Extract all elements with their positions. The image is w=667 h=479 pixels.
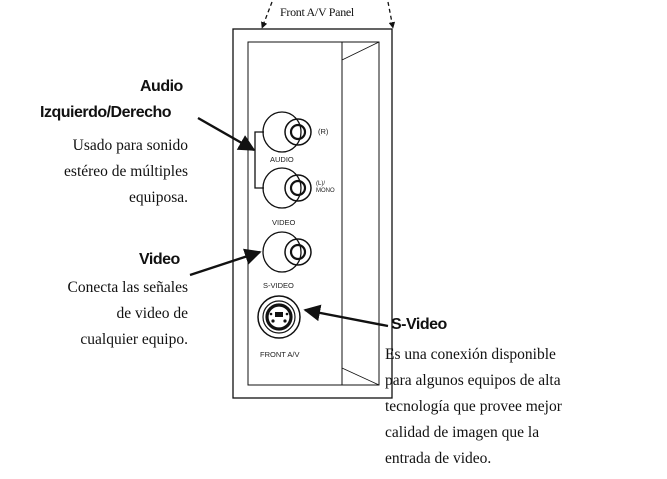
leader-right-dashed	[387, 1, 396, 29]
svideo-callout-arrow	[303, 304, 389, 328]
video-label: VIDEO	[272, 218, 296, 227]
audio-right-jack	[262, 111, 312, 153]
audio-heading: Audio	[140, 78, 183, 95]
audio-description: Usado para sonido estéreo de múltiples e…	[64, 137, 188, 206]
audio-heading-sub: Izquierdo/Derecho	[40, 104, 172, 121]
panel-title: Front A/V Panel	[280, 5, 354, 19]
audio-callout-arrows	[197, 116, 264, 189]
front-av-label: FRONT A/V	[260, 350, 300, 359]
leader-left-dashed	[261, 1, 273, 29]
video-callout-arrow	[189, 248, 262, 277]
svideo-description: Es una conexión disponible para algunos …	[385, 346, 562, 467]
svideo-heading: S-Video	[391, 316, 447, 333]
svideo-label: S-VIDEO	[263, 281, 294, 290]
left-mono-marker: (L)/ MONO	[316, 181, 335, 194]
panel-outer-frame	[232, 28, 393, 399]
audio-label: AUDIO	[270, 155, 294, 164]
video-heading: Video	[139, 251, 180, 268]
panel-recess	[247, 41, 380, 386]
svideo-jack	[257, 295, 301, 339]
video-jack	[262, 231, 312, 273]
audio-left-jack	[262, 167, 312, 209]
video-description: Conecta las señales de video de cualquie…	[67, 279, 188, 348]
right-channel-marker: (R)	[318, 127, 329, 136]
